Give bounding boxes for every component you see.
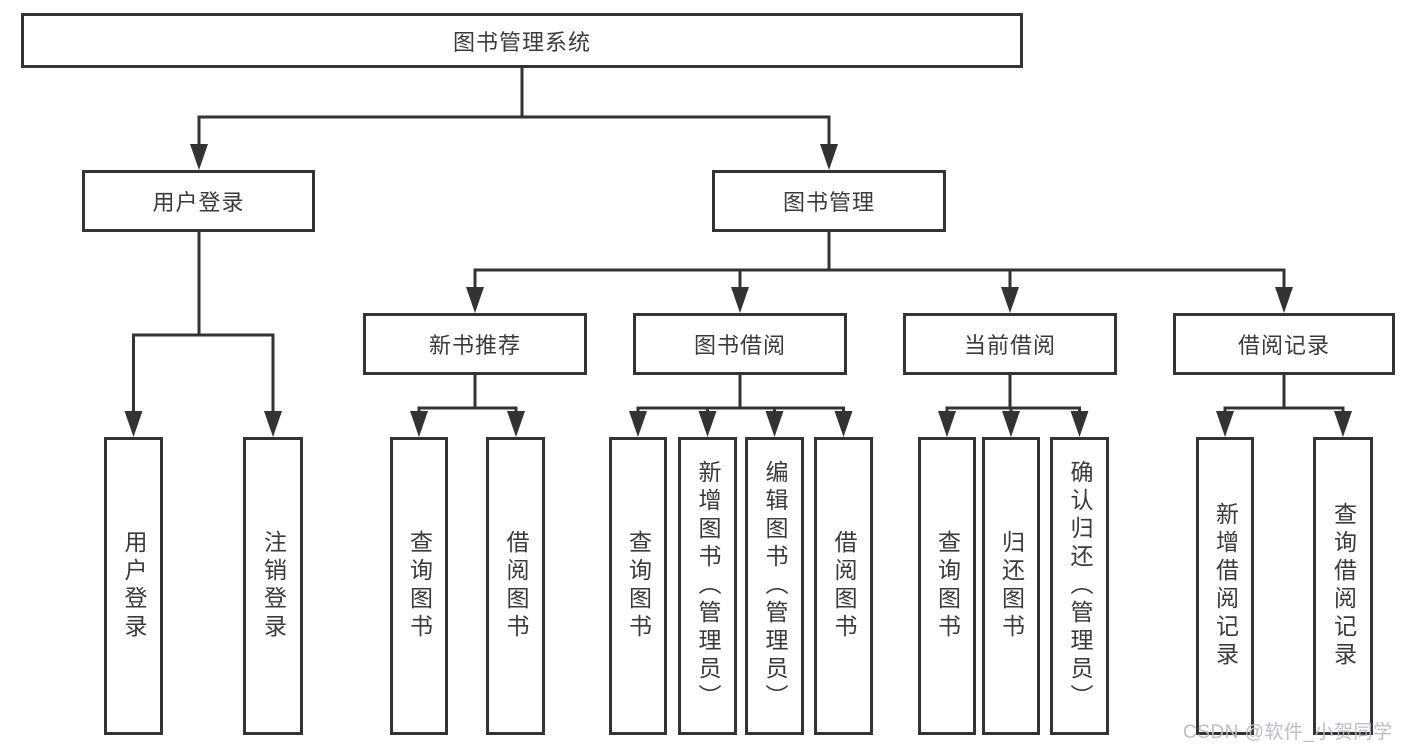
- connector-borrow-records: [1223, 375, 1345, 413]
- node-label: 查询图书: [934, 530, 961, 642]
- arrow-down-icon: [698, 411, 717, 437]
- node-label: 借阅图书: [503, 530, 529, 642]
- node-leaf-confirm-return-admin: 确认归还（管理员）: [1050, 437, 1109, 735]
- node-leaf-borrow-books-1: 借阅图书: [486, 437, 545, 735]
- node-new-book-recommend: 新书推荐: [363, 313, 587, 375]
- arrow-down-icon: [731, 287, 749, 313]
- node-label: 查询借阅记录: [1330, 502, 1357, 670]
- node-borrow-records: 借阅记录: [1173, 313, 1395, 375]
- connector-current-borrow: [945, 375, 1081, 413]
- node-leaf-query-books-3: 查询图书: [918, 437, 976, 735]
- arrow-down-icon: [410, 411, 428, 437]
- node-current-borrow: 当前借阅: [903, 313, 1117, 375]
- node-leaf-query-books-1: 查询图书: [390, 437, 448, 735]
- node-leaf-add-books-admin: 新增图书（管理员）: [678, 437, 737, 735]
- node-label: 借阅图书: [831, 530, 857, 642]
- node-label: 新增借阅记录: [1212, 502, 1239, 670]
- connector-new-book-recommend: [417, 375, 518, 413]
- arrow-down-icon: [1275, 287, 1293, 313]
- arrow-down-icon: [1334, 411, 1352, 437]
- node-leaf-borrow-books-2: 借阅图书: [814, 437, 873, 735]
- arrow-down-icon: [820, 144, 838, 170]
- node-label: 图书管理系统: [452, 29, 591, 55]
- node-label: 编辑图书（管理员）: [762, 460, 788, 712]
- node-label: 当前借阅: [963, 333, 1056, 358]
- node-label: 新增图书（管理员）: [695, 460, 721, 712]
- node-leaf-edit-books-admin: 编辑图书（管理员）: [745, 437, 804, 735]
- node-leaf-query-books-2: 查询图书: [609, 437, 667, 735]
- node-label: 新书推荐: [428, 333, 521, 358]
- node-label: 用户登录: [121, 530, 147, 642]
- node-library-system: 图书管理系统: [21, 13, 1023, 68]
- node-leaf-query-borrow-record: 查询借阅记录: [1313, 437, 1373, 735]
- connector-user-login: [132, 232, 275, 412]
- node-book-mgmt: 图书管理: [712, 170, 946, 232]
- node-leaf-return-books: 归还图书: [982, 437, 1040, 735]
- arrow-down-icon: [765, 411, 784, 437]
- arrow-down-icon: [834, 411, 853, 437]
- arrow-down-icon: [1001, 287, 1019, 313]
- node-leaf-logout: 注销登录: [243, 437, 303, 735]
- arrow-down-icon: [1002, 411, 1020, 437]
- node-label: 查询图书: [625, 530, 652, 642]
- arrow-down-icon: [190, 144, 208, 170]
- arrow-down-icon: [507, 411, 525, 437]
- arrow-down-icon: [1216, 411, 1234, 437]
- connector-book-borrow: [636, 375, 845, 413]
- arrow-down-icon: [938, 411, 956, 437]
- connector-book-mgmt: [473, 232, 1286, 288]
- node-label: 借阅记录: [1237, 333, 1330, 358]
- node-leaf-user-login: 用户登录: [104, 437, 163, 735]
- node-label: 图书管理: [782, 190, 875, 215]
- arrow-down-icon: [629, 411, 647, 437]
- node-label: 确认归还（管理员）: [1067, 460, 1093, 712]
- node-label: 注销登录: [260, 530, 287, 642]
- node-label: 查询图书: [406, 530, 433, 642]
- node-book-borrow: 图书借阅: [633, 313, 847, 375]
- watermark: CSDN @软件_小贺同学: [1183, 722, 1393, 743]
- node-label: 图书借阅: [693, 333, 786, 358]
- arrow-down-icon: [124, 411, 143, 437]
- node-label: 归还图书: [998, 530, 1025, 642]
- node-user-login: 用户登录: [82, 170, 315, 232]
- arrow-down-icon: [1070, 411, 1089, 437]
- connector-root: [197, 68, 831, 146]
- node-label: 用户登录: [152, 190, 245, 215]
- arrow-down-icon: [264, 411, 282, 437]
- arrow-down-icon: [466, 287, 484, 313]
- node-leaf-add-borrow-record: 新增借阅记录: [1196, 437, 1254, 735]
